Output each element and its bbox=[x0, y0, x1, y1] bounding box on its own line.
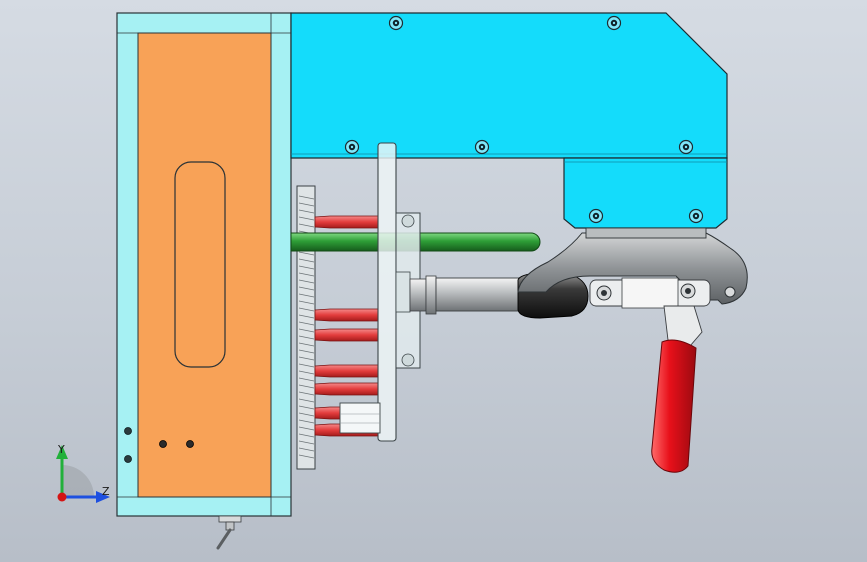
pin-board-tooth bbox=[298, 216, 315, 221]
pin-board-tooth bbox=[298, 223, 315, 228]
y-axis-label: Y bbox=[57, 443, 65, 456]
toggle-clamp[interactable] bbox=[409, 227, 748, 473]
pin-board-tooth bbox=[298, 447, 315, 452]
probe-tip[interactable] bbox=[314, 328, 379, 342]
pin-board-tooth bbox=[298, 412, 315, 417]
pin-board[interactable] bbox=[296, 185, 316, 470]
pin-board-tooth bbox=[298, 300, 315, 305]
pin-board-tooth bbox=[298, 363, 315, 368]
pin-board-tooth bbox=[298, 314, 315, 319]
triad-plane bbox=[62, 465, 94, 497]
pin-board-tooth bbox=[298, 349, 315, 354]
pin-board-tooth bbox=[298, 307, 315, 312]
pin-board-tooth bbox=[298, 419, 315, 424]
pin-board-tooth bbox=[298, 286, 315, 291]
orange-insert-plate[interactable] bbox=[137, 32, 272, 498]
pin-board-tooth bbox=[298, 202, 315, 207]
pin-board-tooth bbox=[298, 251, 315, 256]
pin-board-tooth bbox=[298, 195, 315, 200]
pin-board-tooth bbox=[298, 209, 315, 214]
pin-board-tooth bbox=[298, 342, 315, 347]
pin-board-tooth bbox=[298, 377, 315, 382]
pin-board-tooth bbox=[298, 258, 315, 263]
y-axis-arrow-icon bbox=[56, 445, 68, 459]
probe-tip[interactable] bbox=[314, 308, 379, 322]
pin-board-tooth bbox=[298, 370, 315, 375]
bottom-pin bbox=[216, 515, 242, 550]
insert-slot bbox=[174, 161, 226, 368]
z-axis-arrow-icon bbox=[96, 491, 110, 503]
probe-tip[interactable] bbox=[314, 215, 379, 229]
pin-board-tooth bbox=[298, 279, 315, 284]
pin-board-tooth bbox=[298, 426, 315, 431]
pin-board-tooth bbox=[298, 454, 315, 459]
pin-board-tooth bbox=[298, 356, 315, 361]
cyan-mount-block[interactable] bbox=[290, 12, 728, 229]
pin-board-tooth bbox=[298, 272, 315, 277]
pin-board-tooth bbox=[298, 440, 315, 445]
probe-tip[interactable] bbox=[314, 364, 379, 378]
pin-board-tooth bbox=[298, 433, 315, 438]
pin-board-tooth bbox=[298, 321, 315, 326]
pin-board-tooth bbox=[298, 328, 315, 333]
pin-board-tooth bbox=[298, 335, 315, 340]
probe-tip[interactable] bbox=[314, 382, 379, 396]
pin-board-tooth bbox=[298, 398, 315, 403]
x-axis-dot-icon bbox=[57, 492, 67, 502]
pin-board-tooth bbox=[298, 293, 315, 298]
sensor-block bbox=[339, 402, 381, 434]
pin-board-tooth bbox=[298, 265, 315, 270]
pin-board-tooth bbox=[298, 391, 315, 396]
z-axis-label: Z bbox=[102, 485, 110, 498]
orientation-triad[interactable]: Y Z bbox=[40, 435, 120, 515]
pin-board-tooth bbox=[298, 405, 315, 410]
pin-board-tooth bbox=[298, 384, 315, 389]
